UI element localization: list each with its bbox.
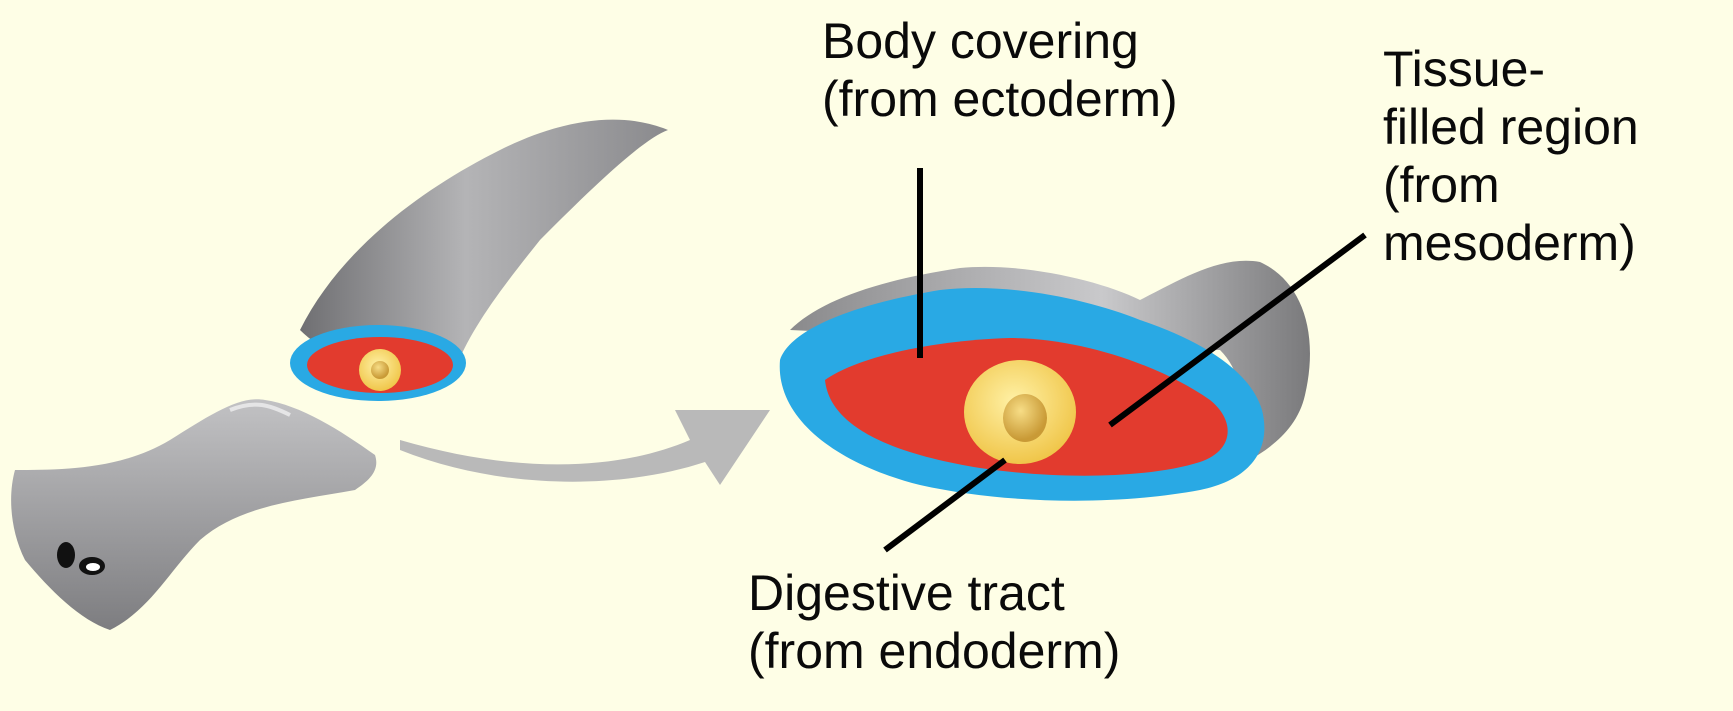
- gut-cavity: [1003, 394, 1047, 442]
- label-tissue-filled: Tissue- filled region (from mesoderm): [1383, 40, 1639, 272]
- label-line: (from ectoderm): [822, 70, 1178, 128]
- flatworm-tail-piece: [290, 120, 668, 401]
- label-line: filled region: [1383, 98, 1639, 156]
- label-line: Digestive tract: [748, 564, 1120, 622]
- label-line: Tissue-: [1383, 40, 1639, 98]
- enlarged-cross-section: [780, 261, 1310, 501]
- label-line: mesoderm): [1383, 214, 1639, 272]
- label-line: (from endoderm): [748, 622, 1120, 680]
- label-line: (from: [1383, 156, 1639, 214]
- label-digestive: Digestive tract (from endoderm): [748, 564, 1120, 680]
- label-body-covering: Body covering (from ectoderm): [822, 12, 1178, 128]
- label-line: Body covering: [822, 12, 1178, 70]
- arrow-icon: [400, 410, 770, 485]
- flatworm-head-piece: [11, 399, 376, 630]
- eyespot-icon: [57, 542, 75, 568]
